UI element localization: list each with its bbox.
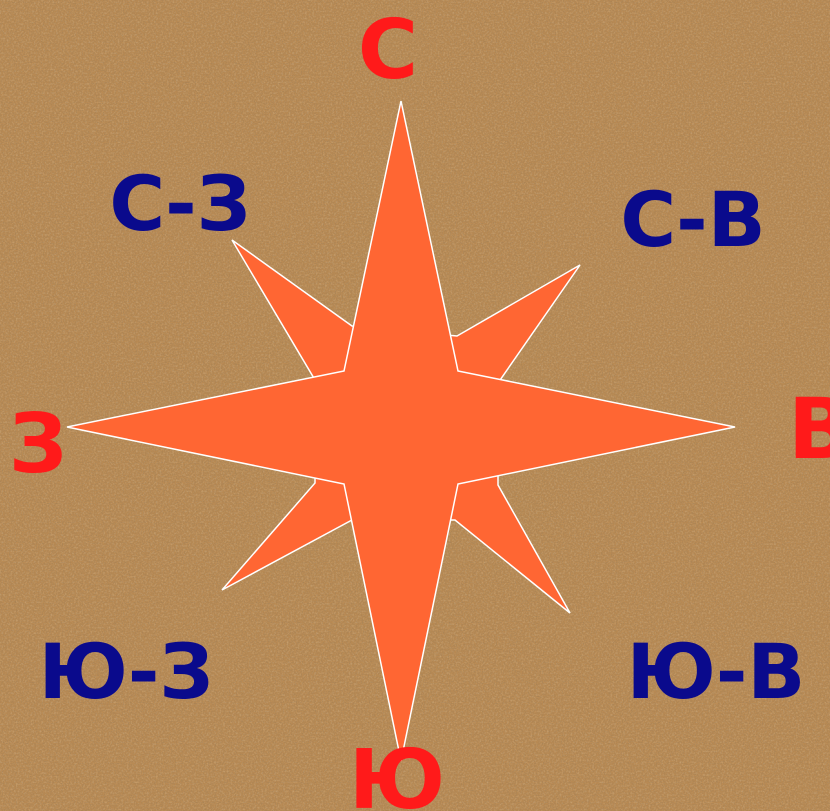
- label-north: С: [358, 3, 418, 98]
- label-north-east: С-В: [620, 175, 765, 264]
- label-south: Ю: [349, 733, 445, 811]
- label-west: З: [9, 397, 67, 492]
- label-south-east: Ю-В: [627, 627, 806, 716]
- label-south-west: Ю-З: [39, 627, 214, 716]
- label-north-west: С-З: [109, 159, 250, 248]
- label-east: В: [788, 380, 830, 478]
